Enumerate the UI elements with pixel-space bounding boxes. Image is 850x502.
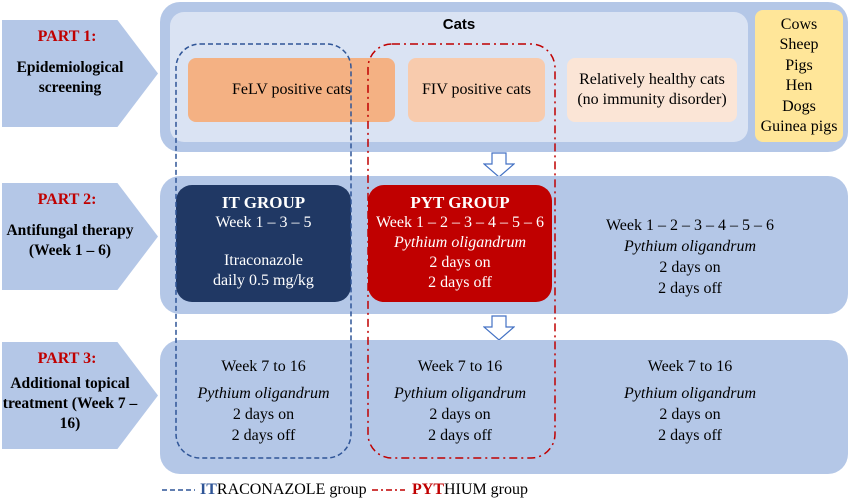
part-label: Antifungal therapy (Week 1 – 6) [6,222,134,259]
pyt-group-box: PYT GROUP Week 1 – 2 – 3 – 4 – 5 – 6 Pyt… [368,185,552,302]
it-legend-text: RACONAZOLE group [216,481,367,498]
topical-on: 2 days on [659,406,721,423]
it-drug: Itraconazole [223,252,304,269]
healthy-label: Relatively healthy cats (no immunity dis… [577,71,727,108]
it-title: IT GROUP [221,193,306,212]
it-topical: Week 7 to 16 Pythium oligandrum 2 days o… [176,356,351,446]
it-legend-prefix: IT [200,481,217,498]
pyt-off: 2 days off [428,274,492,291]
other-therapy: Week 1 – 2 – 3 – 4 – 5 – 6 Pythium oliga… [580,215,800,299]
animal: Hen [785,77,813,94]
other-drug: Pythium oligandrum [624,238,756,255]
pyt-title: PYT GROUP [410,193,510,212]
it-group-outline [175,43,352,459]
felv-box: FeLV positive cats [188,58,395,122]
other-topical: Week 7 to 16 Pythium oligandrum 2 days o… [580,356,800,446]
cats-title: Cats [442,16,476,33]
pyt-topical: Week 7 to 16 Pythium oligandrum 2 days o… [368,356,552,446]
other-weeks: Week 1 – 2 – 3 – 4 – 5 – 6 [605,217,775,234]
down-arrow-icon [483,315,515,341]
pyt-weeks: Week 1 – 2 – 3 – 4 – 5 – 6 [375,214,545,231]
pyt-drug: Pythium oligandrum [394,234,526,251]
it-dose: daily 0.5 mg/kg [213,272,314,289]
down-arrow-icon [483,152,515,178]
pyt-legend-prefix: PYT [412,481,444,498]
topical-off: 2 days off [428,427,492,444]
animal: Sheep [779,36,819,53]
healthy-box: Relatively healthy cats (no immunity dis… [567,58,737,122]
animal: Guinea pigs [760,118,838,135]
topical-on: 2 days on [232,406,295,423]
pyt-group-outline [367,43,556,459]
felv-label: FeLV positive cats [231,81,352,98]
topical-on: 2 days on [429,406,491,423]
it-group-box: IT GROUP Week 1 – 3 – 5 Itraconazole dai… [176,185,351,302]
pyt-on: 2 days on [429,254,491,271]
topical-drug: Pythium oligandrum [197,385,330,402]
pyt-legend-text: HIUM group [444,481,528,498]
it-weeks: Week 1 – 3 – 5 [215,214,312,231]
part-number: PART 2: [37,191,97,208]
part-label: Additional topical treatment (Week 7 – 1… [2,375,138,432]
part-label: Epidemiological screening [16,59,124,96]
topical-weeks: Week 7 to 16 [417,358,503,375]
topical-off: 2 days off [658,427,722,444]
part-number: PART 1: [37,28,97,45]
other-animals-box: Cows Sheep Pigs Hen Dogs Guinea pigs [755,10,843,142]
topical-panel [160,340,848,474]
animal: Dogs [782,97,816,115]
other-off: 2 days off [658,280,722,297]
animal: Pigs [785,56,813,74]
topical-weeks: Week 7 to 16 [221,358,306,375]
other-on: 2 days on [659,259,721,276]
fiv-label: FIV positive cats [421,81,532,98]
topical-off: 2 days off [231,427,296,444]
it-legend: ITRACONAZOLE group [200,481,367,499]
animal: Cows [780,15,818,33]
part-number: PART 3: [37,350,97,367]
pyt-legend: PYTHIUM group [412,481,528,499]
topical-drug: Pythium oligandrum [624,385,756,402]
topical-weeks: Week 7 to 16 [647,358,733,375]
topical-drug: Pythium oligandrum [394,385,526,402]
fiv-box: FIV positive cats [408,58,545,122]
